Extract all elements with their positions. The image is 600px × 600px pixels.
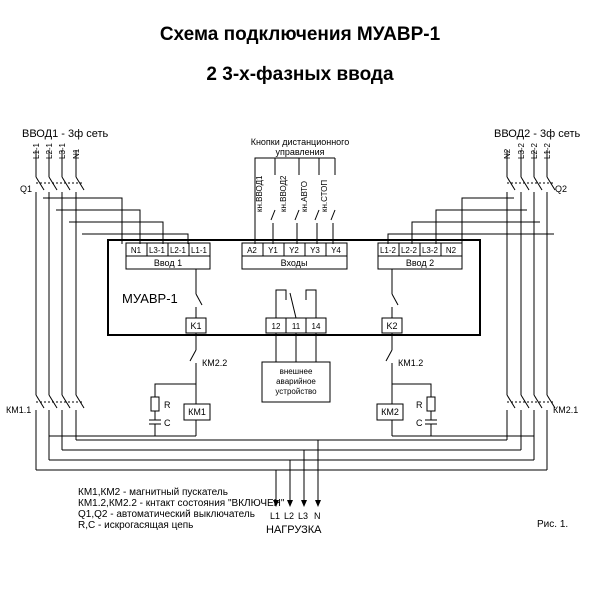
load-wire-label: L2 xyxy=(284,511,294,521)
contact-km1-1-label: КМ1.1 xyxy=(6,405,31,415)
diagram-subtitle: 2 3-х-фазных ввода xyxy=(206,64,394,85)
input1-phase-wires xyxy=(35,150,85,470)
remote-buttons xyxy=(254,157,336,244)
coil-km1-label: КМ1 xyxy=(188,407,206,417)
right-coil-circuit: КМ1.2 КМ2 R C xyxy=(376,333,534,437)
relay-k2: K2 xyxy=(381,269,403,334)
terminal-label: L1-1 xyxy=(191,246,208,255)
legend-line: Q1,Q2 - автоматический выключатель xyxy=(78,509,255,520)
aux-contact-km1-2-label: КМ1.2 xyxy=(398,358,423,368)
input2-phase-wires xyxy=(506,150,556,470)
terminal-label: Y3 xyxy=(310,246,320,255)
external-alarm-device: внешнее аварийное устройство xyxy=(261,333,331,403)
terminal-label: Y1 xyxy=(268,246,278,255)
remote-button-label: кн.ВВОД2 xyxy=(279,175,288,212)
legend-line: R,C - искрогасящая цепь xyxy=(78,520,194,531)
device-name: МУАВР-1 xyxy=(122,291,178,306)
breaker-q1-label: Q1 xyxy=(20,184,32,194)
left-coil-circuit: КМ2.2 КМ1 R C xyxy=(49,333,227,437)
external-device-line1: внешнее xyxy=(280,367,313,376)
vvod1-block-label: Ввод 1 xyxy=(154,258,182,268)
resistor-r-label-2: R xyxy=(416,400,423,410)
remote-button-label: кн.СТОП xyxy=(320,180,329,212)
device-body xyxy=(107,239,481,336)
terminal-label: Y2 xyxy=(289,246,299,255)
figure-caption: Рис. 1. xyxy=(537,519,568,530)
relay-k1-label: K1 xyxy=(190,321,201,331)
input1-label: ВВОД1 - 3ф сеть xyxy=(22,128,108,140)
terminal-label: L2-2 xyxy=(401,246,418,255)
remote-button-label: кн.АВТО xyxy=(300,181,309,212)
terminal-label: L2-1 xyxy=(170,246,187,255)
terminal-label: Y4 xyxy=(331,246,341,255)
remote-button-labels: кн.ВВОД1 кн.ВВОД2 кн.АВТО кн.СТОП xyxy=(255,175,329,212)
input2-to-device-wires xyxy=(387,197,554,244)
resistor-r-label: R xyxy=(164,400,171,410)
capacitor-c-label-2: C xyxy=(416,418,423,428)
diagram-title: Схема подключения МУАВР-1 xyxy=(159,24,441,45)
legend-line: КМ1.2,КМ2.2 - кнтакт состояния "ВКЛЮЧЕН" xyxy=(78,498,285,509)
terminal-label: A2 xyxy=(247,246,257,255)
load-wire-label: L3 xyxy=(298,511,308,521)
device-inputs-block: A2 Y1 Y2 Y3 Y4 Входы xyxy=(241,242,348,270)
external-device-line2: аварийное xyxy=(276,377,316,386)
load-wire-label: N xyxy=(314,511,321,521)
input2-label: ВВОД2 - 3ф сеть xyxy=(494,128,580,140)
load-wire-label: L1 xyxy=(270,511,280,521)
remote-buttons-label-2: управления xyxy=(275,147,324,157)
terminal-label: L1-2 xyxy=(380,246,397,255)
alarm-terminal-label: 14 xyxy=(312,322,321,331)
input1-wire-labels: L1-1 L2-1 L3-1 N1 xyxy=(32,142,81,159)
load-bus-wires xyxy=(36,439,547,507)
load-wire-labels: L1 L2 L3 N xyxy=(270,511,321,521)
remote-button-label: кн.ВВОД1 xyxy=(255,175,264,212)
relay-k1: K1 xyxy=(185,269,207,334)
external-device-line3: устройство xyxy=(275,387,317,396)
alarm-terminal-label: 11 xyxy=(292,322,301,331)
terminal-label: L3-2 xyxy=(422,246,439,255)
input2-wire-labels: N2 L3-2 L2-2 L1-2 xyxy=(503,142,552,159)
contact-km2-1-label: КМ2.1 xyxy=(553,405,578,415)
load-label: НАГРУЗКА xyxy=(266,524,322,536)
alarm-terminal-label: 12 xyxy=(272,322,281,331)
legend-line: КМ1,КМ2 - магнитный пускатель xyxy=(78,487,228,498)
coil-km2-label: КМ2 xyxy=(381,407,399,417)
alarm-relay: 12 11 14 xyxy=(265,289,327,334)
terminal-label: N1 xyxy=(131,246,142,255)
device-vvod2-block: L1-2 L2-2 L3-2 N2 Ввод 2 xyxy=(377,242,463,270)
vvod2-block-label: Ввод 2 xyxy=(406,258,434,268)
inputs-block-label: Входы xyxy=(281,258,308,268)
device-vvod1-block: N1 L3-1 L2-1 L1-1 Ввод 1 xyxy=(125,242,211,270)
input1-to-device-wires xyxy=(43,197,189,244)
capacitor-c-label: C xyxy=(164,418,171,428)
terminal-label: L3-1 xyxy=(149,246,166,255)
remote-buttons-label: Кнопки дистанционного xyxy=(251,137,350,147)
aux-contact-km2-2-label: КМ2.2 xyxy=(202,358,227,368)
breaker-q2-label: Q2 xyxy=(555,184,567,194)
relay-k2-label: K2 xyxy=(386,321,397,331)
terminal-label: N2 xyxy=(446,246,457,255)
